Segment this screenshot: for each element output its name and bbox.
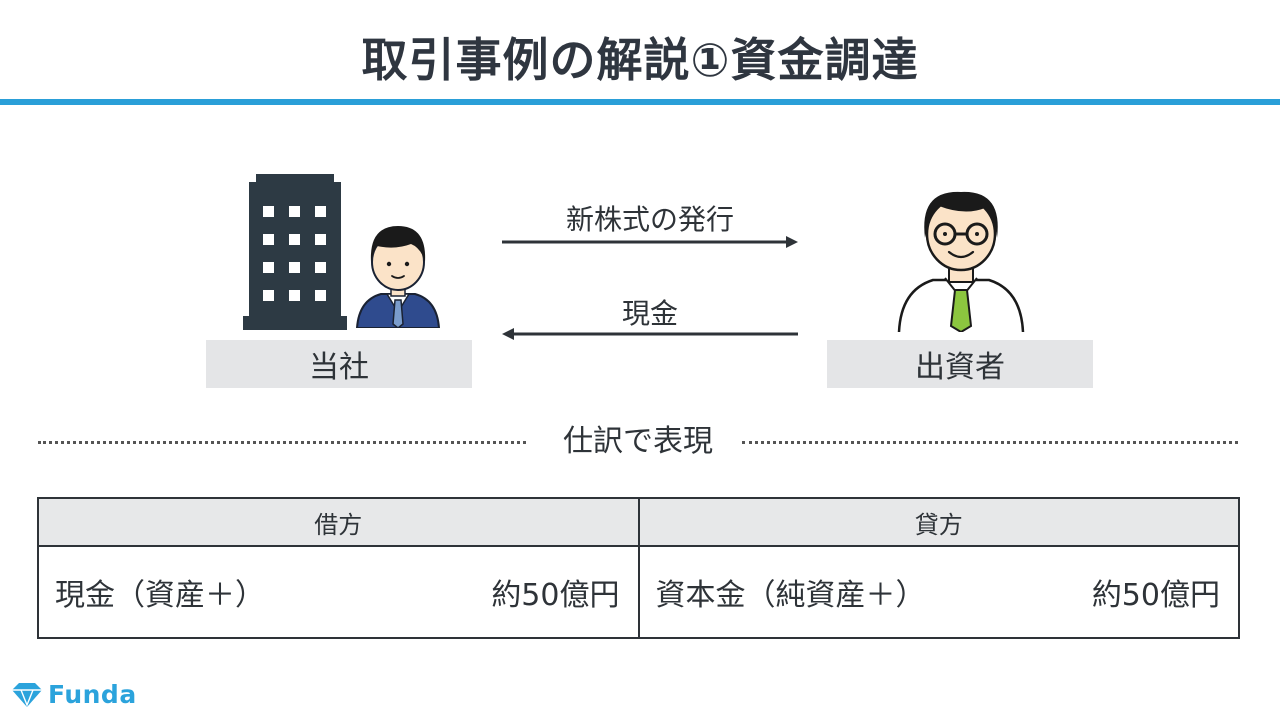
debit-amount: 約50億円 bbox=[491, 578, 620, 613]
funda-logo: Funda bbox=[10, 680, 137, 709]
title-underline bbox=[0, 99, 1280, 105]
divider-dots-right bbox=[742, 441, 1238, 444]
debit-header: 借方 bbox=[37, 497, 640, 547]
divider-dots-left bbox=[38, 441, 526, 444]
share-issue-label: 新株式の発行 bbox=[565, 203, 734, 236]
debit-item: 現金（資産＋） bbox=[55, 578, 265, 613]
investor-icon bbox=[897, 191, 1025, 332]
divider-label: 仕訳で表現 bbox=[549, 424, 727, 459]
building-icon bbox=[243, 174, 347, 330]
journal-table: 借方 貸方 現金（資産＋） 約50億円 資本金（純資産＋） 約50億円 bbox=[37, 497, 1240, 639]
credit-cell: 資本金（純資産＋） 約50億円 bbox=[637, 545, 1240, 639]
company-label: 当社 bbox=[206, 340, 472, 388]
diamond-logo-icon bbox=[12, 682, 42, 707]
credit-amount: 約50億円 bbox=[1091, 578, 1220, 613]
right-arrow bbox=[502, 236, 798, 248]
credit-item: 資本金（純資産＋） bbox=[655, 578, 926, 613]
debit-cell: 現金（資産＋） 約50億円 bbox=[37, 545, 640, 639]
page-title: 取引事例の解説①資金調達 bbox=[361, 33, 919, 87]
credit-header: 貸方 bbox=[637, 497, 1240, 547]
cash-label: 現金 bbox=[621, 297, 678, 330]
left-arrow bbox=[502, 328, 798, 340]
journal-divider: 仕訳で表現 bbox=[38, 420, 1238, 464]
businessman-icon bbox=[355, 226, 441, 328]
investor-label: 出資者 bbox=[827, 340, 1093, 388]
logo-text: Funda bbox=[48, 680, 137, 709]
